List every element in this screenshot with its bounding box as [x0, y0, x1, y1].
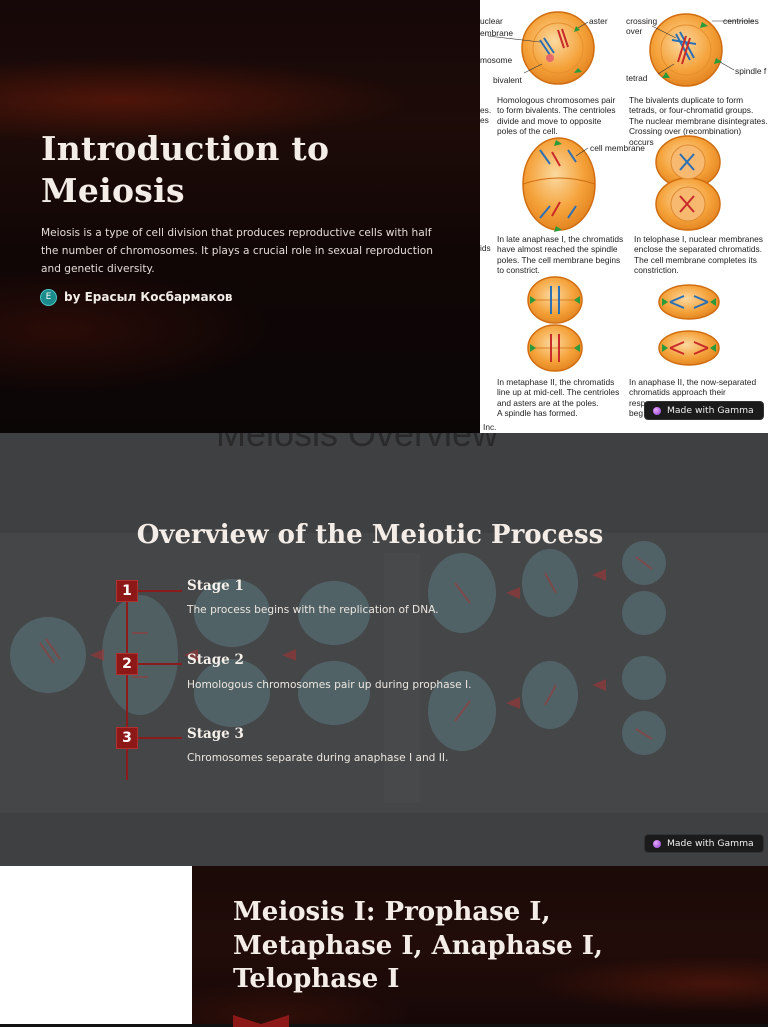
slide-title: Overview of the Meiotic Process [136, 520, 604, 550]
diagram-caption: In metaphase II, the chromatids line up … [497, 377, 620, 419]
stage-number-badge: 1 [116, 580, 138, 602]
gamma-logo-icon [653, 839, 661, 848]
meiosis-diagram-image: uclear embrane aster mosome bivalent cro… [480, 0, 768, 433]
background-meiosis-figure [0, 533, 768, 813]
diagram-label: over [626, 26, 643, 36]
slide-description: Meiosis is a type of cell division that … [41, 227, 433, 275]
diagram-label: spindle f [735, 66, 767, 76]
stage-connector [138, 590, 182, 592]
stage-connector [138, 737, 182, 739]
diagram-label: aster [589, 16, 608, 26]
diagram-caption: In telophase I, nuclear membranes enclos… [634, 234, 763, 276]
slide-background-panel [192, 866, 768, 1024]
diagram-caption: ids [480, 243, 491, 253]
made-with-gamma-badge[interactable]: Made with Gamma [644, 401, 764, 420]
stage-description: Chromosomes separate during anaphase I a… [187, 752, 449, 764]
gamma-logo-icon [653, 406, 661, 415]
badge-label: Made with Gamma [667, 838, 754, 849]
made-with-gamma-badge[interactable]: Made with Gamma [644, 834, 764, 853]
timeline-line [126, 580, 128, 780]
diagram-label: Inc. [483, 422, 497, 432]
stage-number-badge: 2 [116, 653, 138, 675]
diagram-label: cell membrane [590, 143, 645, 153]
diagram-label: embrane [480, 28, 514, 38]
slide-introduction: Introduction to Meiosis Meiosis is a typ… [0, 0, 768, 433]
stage-description: The process begins with the replication … [187, 604, 439, 616]
cell-anaphase-2-top [658, 284, 720, 320]
diagram-caption: Homologous chromosomes pair to form biva… [497, 95, 616, 137]
stage-number-badge: 3 [116, 727, 138, 749]
stage-connector [138, 663, 182, 665]
diagram-caption: In anaphase II, the now-separated chroma… [629, 377, 757, 419]
stage-description: Homologous chromosomes pair up during pr… [187, 679, 472, 691]
diagram-label: centrioles [723, 16, 759, 26]
badge-label: Made with Gamma [667, 405, 754, 416]
diagram-label: uclear [480, 16, 503, 26]
diagram-caption: es. es [480, 105, 492, 126]
stage-title: Stage 1 [187, 578, 244, 594]
diagram-label: bivalent [493, 75, 522, 85]
meiosis-diagram-drawing [487, 11, 754, 372]
author-name: by Ерасыл Косбармаков [64, 290, 233, 304]
diagram-caption: The bivalents duplicate to form tetrads,… [629, 95, 768, 147]
slide-title: Meiosis I: Prophase I, Metaphase I, Anap… [233, 897, 603, 994]
stage-title: Stage 2 [187, 652, 244, 668]
diagram-label: tetrad [626, 73, 648, 83]
author-byline: E by Ерасыл Косбармаков [40, 288, 233, 306]
cell-anaphase-2-bottom [658, 330, 720, 366]
slide-meiosis-1 [0, 866, 768, 1024]
background-heading: Meiosis Overview [216, 433, 499, 454]
slide-overview: Meiosis Overview [0, 433, 768, 866]
diagram-label: mosome [480, 55, 513, 65]
avatar: E [40, 288, 57, 306]
stage-title: Stage 3 [187, 726, 244, 742]
slide-title: Introduction to Meiosis [41, 129, 330, 210]
decorative-bowtie-icon [233, 1015, 289, 1027]
diagram-caption: In late anaphase I, the chromatids have … [497, 234, 624, 276]
diagram-label: crossing [626, 16, 658, 26]
cell-anaphase-1 [522, 137, 596, 231]
